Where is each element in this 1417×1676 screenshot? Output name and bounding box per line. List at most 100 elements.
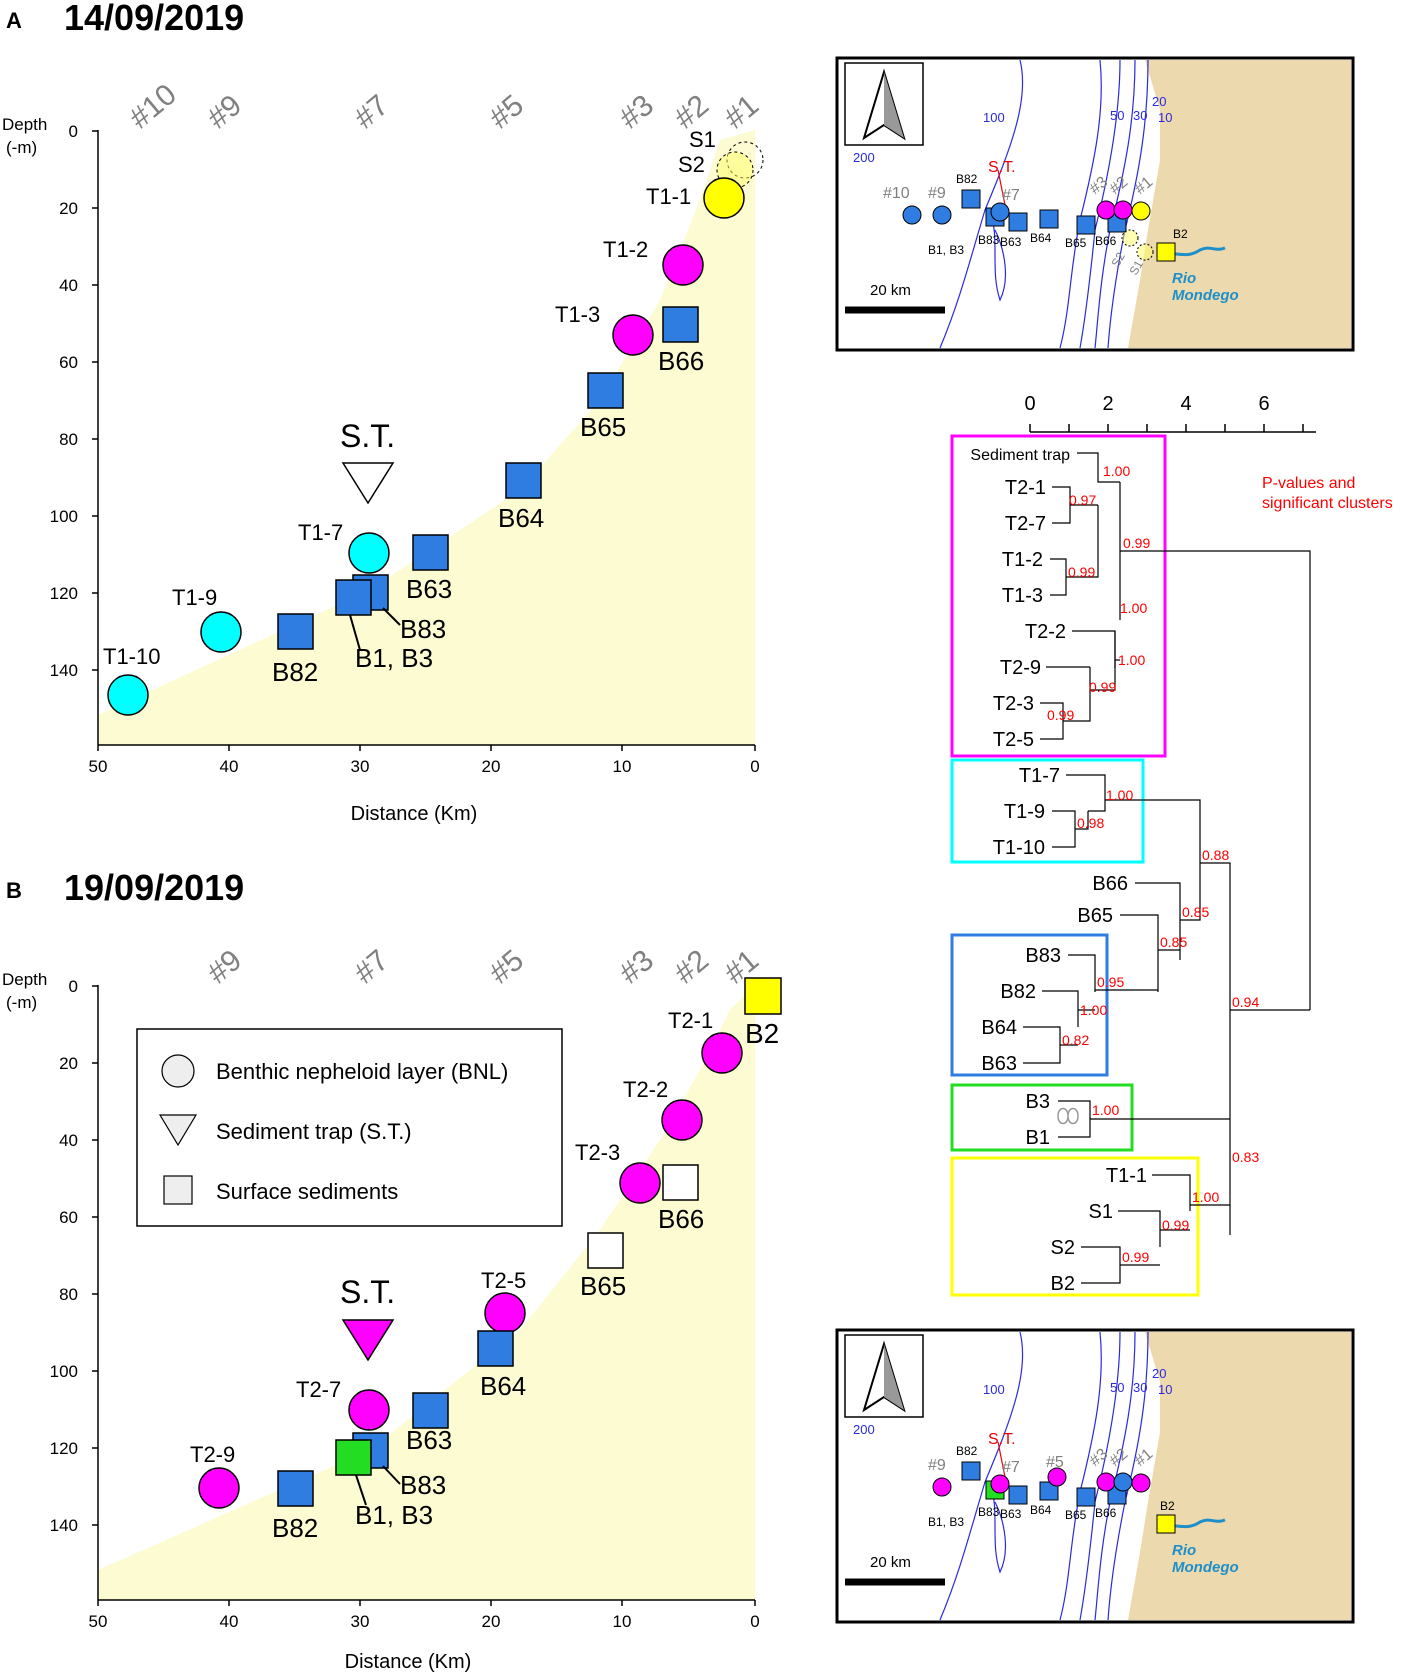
pvalue: 0.99 xyxy=(1068,564,1095,580)
map-bottom-scale-label: 20 km xyxy=(870,1554,911,1571)
label-t2-1: T2-1 xyxy=(668,1008,713,1033)
map-bottom-river-label-2: Mondego xyxy=(1172,1559,1239,1576)
xtick: 40 xyxy=(220,757,239,776)
leaf: T1-9 xyxy=(1004,801,1045,823)
panel-a: A 14/09/2019 0 20 40 60 80 100 120 140 D… xyxy=(2,0,765,825)
b1-b3-marker xyxy=(335,579,372,616)
leaf: T2-7 xyxy=(1005,513,1046,535)
y-ticks-b: 0 20 40 60 80 100 120 140 xyxy=(50,977,78,1535)
label-s1: S1 xyxy=(689,127,716,152)
dendro-branches xyxy=(1023,452,1311,1284)
station-label: #5 xyxy=(483,944,530,991)
label-b2: B2 xyxy=(745,1018,779,1049)
b2-marker xyxy=(744,977,782,1015)
label-b66-b: B66 xyxy=(658,1204,704,1234)
map-bottom-st: S.T. xyxy=(988,1431,1016,1448)
label-b82-b: B82 xyxy=(272,1513,318,1543)
legend: Benthic nepheloid layer (BNL) Sediment t… xyxy=(136,1028,563,1227)
map-sample: B64 xyxy=(1030,1503,1052,1517)
label-b63-b: B63 xyxy=(406,1425,452,1455)
ytick: 60 xyxy=(59,353,78,372)
xtick: 20 xyxy=(482,1612,501,1631)
contour-label: 50 xyxy=(1110,108,1124,123)
map-bottom: 20 km 200 100 50 30 20 10 S.T. #9 xyxy=(835,1328,1355,1624)
map-sample: B66 xyxy=(1095,234,1117,248)
map-station: #9 xyxy=(928,185,946,202)
map-sample: B83 xyxy=(978,1505,1000,1519)
pvalue: 0.99 xyxy=(1047,707,1074,723)
ytick: 120 xyxy=(50,1439,78,1458)
dendro-leaves: Sediment trap T2-1 T2-7 T1-2 T1-3 T2-2 T… xyxy=(970,447,1147,1295)
b82-marker xyxy=(277,613,314,650)
station-label: #1 xyxy=(718,89,765,136)
label-t2-2: T2-2 xyxy=(623,1077,668,1102)
pvalue: 0.85 xyxy=(1160,934,1187,950)
label-t1-2: T1-2 xyxy=(603,237,648,262)
pvalue: 0.97 xyxy=(1069,492,1096,508)
leaf: B64 xyxy=(981,1017,1017,1039)
dendro-tick: 0 xyxy=(1024,393,1035,415)
label-b65-b: B65 xyxy=(580,1271,626,1301)
pvalue: 0.95 xyxy=(1097,974,1124,990)
station-label: #9 xyxy=(201,89,248,136)
xtick: 30 xyxy=(351,757,370,776)
x-ticks-b: 50 40 30 20 10 0 xyxy=(89,1612,760,1631)
label-b66: B66 xyxy=(658,346,704,376)
contour-label: 30 xyxy=(1133,108,1147,123)
t2-9-marker xyxy=(198,1467,240,1509)
map-top-scale-label: 20 km xyxy=(870,282,911,299)
seabed-a xyxy=(98,130,755,745)
xtick: 30 xyxy=(351,1612,370,1631)
map-bottom-land xyxy=(1128,1332,1351,1620)
legend-surf: Surface sediments xyxy=(216,1179,398,1204)
contour-label: 100 xyxy=(983,1382,1005,1397)
xtick: 20 xyxy=(482,757,501,776)
map-sample: B82 xyxy=(956,172,978,186)
leaf: B3 xyxy=(1026,1091,1050,1113)
station-label: #5 xyxy=(483,89,530,136)
b66-marker-b xyxy=(662,1164,699,1201)
leaf: B82 xyxy=(1000,981,1036,1003)
xtick: 40 xyxy=(220,1612,239,1631)
xtick: 0 xyxy=(750,1612,759,1631)
map-bottom-contours xyxy=(939,1331,1149,1621)
map-top-samples: B82 B83 B63 B64 B65 B66 B1, B3 B2 S2 S1 xyxy=(928,172,1188,278)
t2-2-marker xyxy=(661,1099,703,1141)
y-label-a-unit: (-m) xyxy=(6,138,37,157)
dendro-pvalues: 1.00 0.97 0.99 0.99 1.00 1.00 0.99 0.99 … xyxy=(1047,463,1259,1265)
leaf: B65 xyxy=(1077,905,1113,927)
map-station: #10 xyxy=(883,185,910,202)
label-t1-7: T1-7 xyxy=(298,520,343,545)
contour-label: 30 xyxy=(1133,1380,1147,1395)
t1-2-marker xyxy=(662,244,704,286)
label-b63: B63 xyxy=(406,574,452,604)
label-b82: B82 xyxy=(272,657,318,687)
label-t2-7: T2-7 xyxy=(296,1377,341,1402)
b66-marker xyxy=(662,306,699,343)
b64-marker xyxy=(505,462,542,499)
label-st-a: S.T. xyxy=(340,418,395,454)
y-label-b: Depth xyxy=(2,970,47,989)
label-b1-b3: B1, B3 xyxy=(355,643,433,673)
infinity-icon xyxy=(1057,1107,1079,1125)
label-t1-3: T1-3 xyxy=(555,302,600,327)
b82-marker-b xyxy=(277,1470,314,1507)
map-top-st: S.T. xyxy=(988,159,1016,176)
pvalue: 0.85 xyxy=(1182,904,1209,920)
pvalue: 1.00 xyxy=(1103,463,1130,479)
station-label: #7 xyxy=(348,944,395,991)
leaf: B66 xyxy=(1092,873,1128,895)
pvalue: 1.00 xyxy=(1080,1002,1107,1018)
leaf: T1-7 xyxy=(1019,765,1060,787)
label-b65: B65 xyxy=(580,412,626,442)
leaf: S2 xyxy=(1051,1237,1075,1259)
leaf: T2-5 xyxy=(993,729,1034,751)
ytick: 100 xyxy=(50,507,78,526)
x-label-a: Distance (Km) xyxy=(351,803,478,825)
map-sample: S2 xyxy=(1108,250,1128,270)
ytick: 120 xyxy=(50,584,78,603)
dendro-tick: 6 xyxy=(1258,393,1269,415)
leaf: S1 xyxy=(1089,1201,1113,1223)
contour-label: 10 xyxy=(1158,110,1172,125)
cluster-box-blue xyxy=(950,933,1109,1077)
